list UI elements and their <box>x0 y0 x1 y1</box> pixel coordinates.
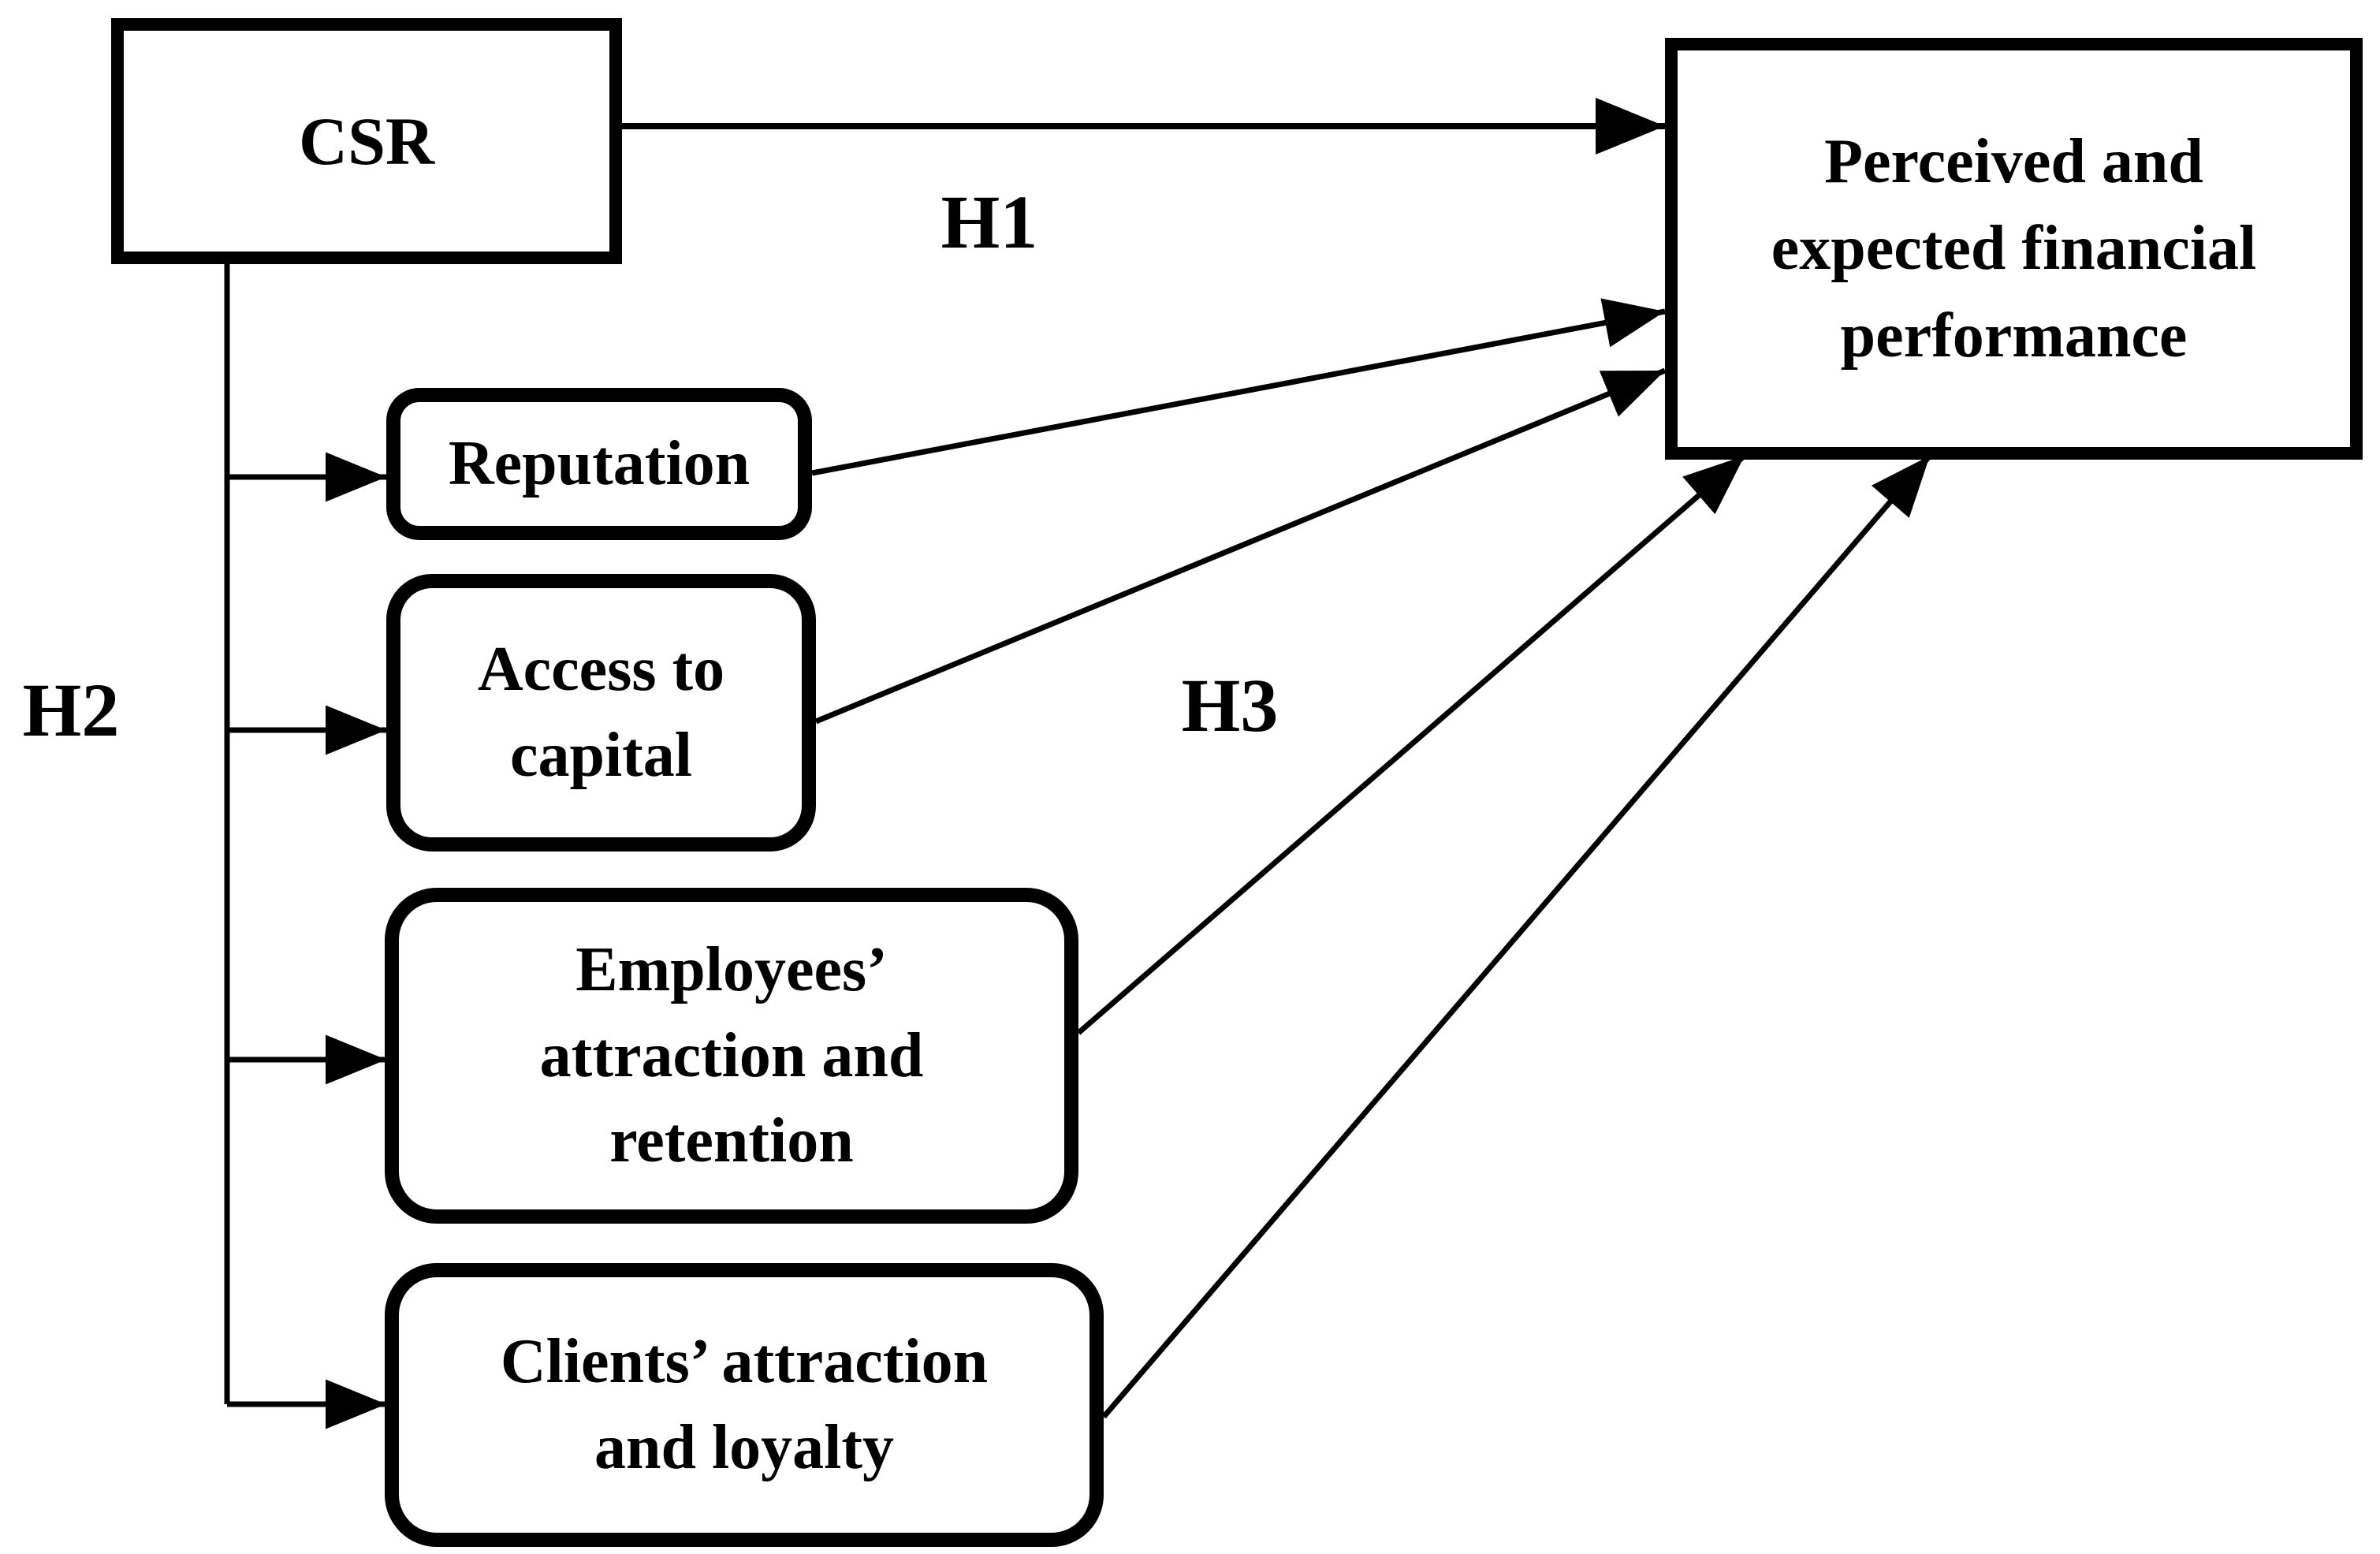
csr-box: CSR <box>111 18 622 264</box>
arrow-clients-to-outcome <box>1101 453 1932 1419</box>
mediator-box-clients-attraction-loyalty: Clients’ attraction and loyalty <box>385 1263 1104 1547</box>
arrow-reputation-to-outcome <box>811 298 1666 476</box>
hypothesis-label-h2: H2 <box>22 668 120 752</box>
mediator-box-employees-attraction-retention: Employees’ attraction and retention <box>385 888 1078 1224</box>
arrow-employees-to-outcome <box>1076 453 1747 1035</box>
hypothesis-label-h3: H3 <box>1181 663 1279 747</box>
mediator-clients-label: Clients’ attraction and loyalty <box>500 1327 989 1482</box>
arrow-access-to-capital-to-outcome <box>814 367 1667 725</box>
outcome-box-label: Perceived and expected financial perform… <box>1771 126 2257 371</box>
hypothesis-label-h1: H1 <box>940 180 1038 264</box>
mediator-employees-label: Employees’ attraction and retention <box>539 934 924 1176</box>
mediator-box-access-to-capital: Access to capital <box>386 574 816 852</box>
outcome-box: Perceived and expected financial perform… <box>1665 38 2363 460</box>
mediator-reputation-label: Reputation <box>448 429 751 499</box>
mediator-box-reputation: Reputation <box>386 388 812 540</box>
mediator-access-to-capital-label: Access to capital <box>477 635 725 790</box>
csr-box-label: CSR <box>298 103 435 179</box>
